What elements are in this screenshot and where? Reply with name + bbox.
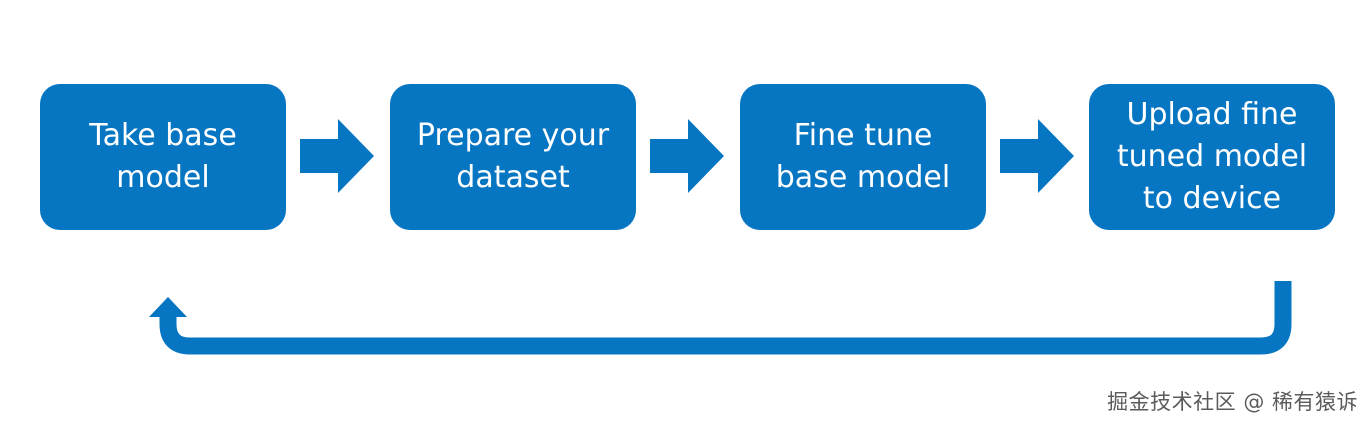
step-take-base-model: Take base model (40, 84, 286, 230)
watermark-text: 掘金技术社区 @ 稀有猿诉 (1107, 390, 1358, 414)
step-4-line-3: to device (1142, 181, 1282, 216)
step-1-line-2: model (116, 160, 210, 195)
step-prepare-dataset: Prepare your dataset (390, 84, 636, 230)
step-upload-to-device: Upload fine tuned model to device (1089, 84, 1335, 230)
step-4-line-1: Upload fine (1126, 97, 1298, 132)
right-arrow-icon (300, 119, 374, 193)
step-3-line-1: Fine tune (793, 118, 933, 153)
step-2-line-1: Prepare your (416, 118, 610, 153)
step-4-line-2: tuned model (1116, 139, 1308, 174)
right-arrow-icon (1000, 119, 1074, 193)
step-3-line-2: base model (775, 160, 951, 195)
step-fine-tune: Fine tune base model (740, 84, 986, 230)
step-2-line-2: dataset (456, 160, 570, 195)
right-arrow-icon (650, 119, 724, 193)
step-1-line-1: Take base (89, 118, 237, 153)
